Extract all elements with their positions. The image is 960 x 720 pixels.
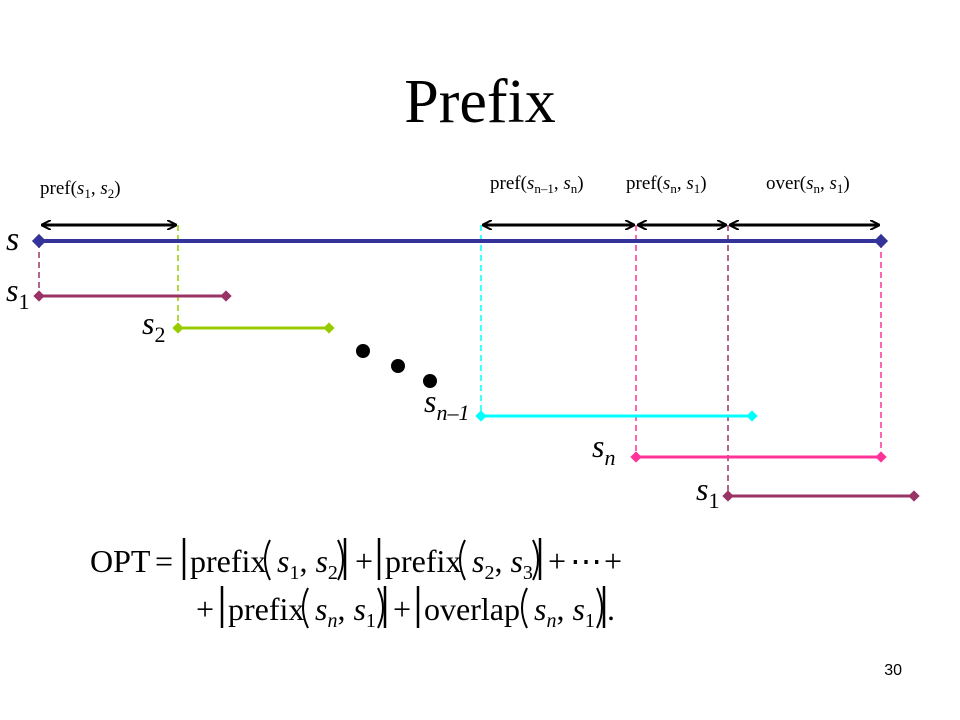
label-s1b: s1 bbox=[696, 471, 719, 513]
segment-s bbox=[31, 233, 889, 249]
formula-overlap: overlap bbox=[424, 591, 520, 627]
svg-text:+: + bbox=[604, 543, 622, 579]
segment-s2 bbox=[172, 322, 335, 334]
svg-text:sn, s1: sn, s1 bbox=[534, 591, 595, 632]
label-pref-sn1-sn: pref(sn–1, sn) bbox=[490, 173, 584, 196]
segment-s1b bbox=[722, 490, 920, 502]
lbl-s2: s bbox=[100, 178, 107, 199]
formula-prefix-2: prefix bbox=[385, 543, 461, 579]
svg-text:+: + bbox=[548, 543, 566, 579]
ellipsis-dot-2 bbox=[391, 359, 405, 373]
formula-prefix-3: prefix bbox=[228, 591, 304, 627]
segment-sn1 bbox=[475, 410, 758, 422]
page-number: 30 bbox=[884, 662, 902, 679]
segment-s1 bbox=[33, 290, 232, 302]
lbl-s2-sub: 2 bbox=[108, 186, 115, 201]
formula-line-1: OPT = prefix s1, s2 + prefix s2, s3 + ⋯ … bbox=[90, 538, 622, 584]
ellipsis-dot-3 bbox=[423, 374, 437, 388]
lbl-s1: s bbox=[77, 178, 84, 199]
formula-opt: OPT bbox=[90, 543, 151, 579]
lbl-s1-sub: 1 bbox=[84, 186, 91, 201]
segment-sn bbox=[630, 451, 887, 463]
slide-title: Prefix bbox=[404, 68, 556, 136]
formula-prefix-1: prefix bbox=[190, 543, 266, 579]
label-s2: s2 bbox=[142, 305, 165, 347]
svg-text:s1, s2: s1, s2 bbox=[277, 543, 338, 584]
ellipsis-dot-1 bbox=[356, 344, 370, 358]
label-pref-sn-s1: pref(sn, s1) bbox=[626, 173, 707, 196]
label-pref-s1-s2: pref(s1, s2) bbox=[40, 178, 121, 201]
label-sn: sn bbox=[592, 428, 615, 470]
svg-text:+: + bbox=[393, 591, 411, 627]
svg-text:+: + bbox=[196, 591, 214, 627]
label-s1: s1 bbox=[6, 272, 29, 314]
formula-ellipsis: ⋯ bbox=[570, 543, 602, 579]
svg-text:s2, s3: s2, s3 bbox=[472, 543, 533, 584]
label-over-sn-s1: over(sn, s1) bbox=[766, 173, 850, 196]
svg-text:+: + bbox=[355, 543, 373, 579]
label-s: s bbox=[6, 221, 19, 258]
formula-line-2: + prefix sn, s1 + overlap sn, s1 . bbox=[196, 586, 615, 632]
svg-text:sn, s1: sn, s1 bbox=[315, 591, 376, 632]
formula-period: . bbox=[607, 591, 615, 627]
label-sn1: sn–1 bbox=[424, 383, 469, 425]
formula-eq: = bbox=[155, 543, 173, 579]
